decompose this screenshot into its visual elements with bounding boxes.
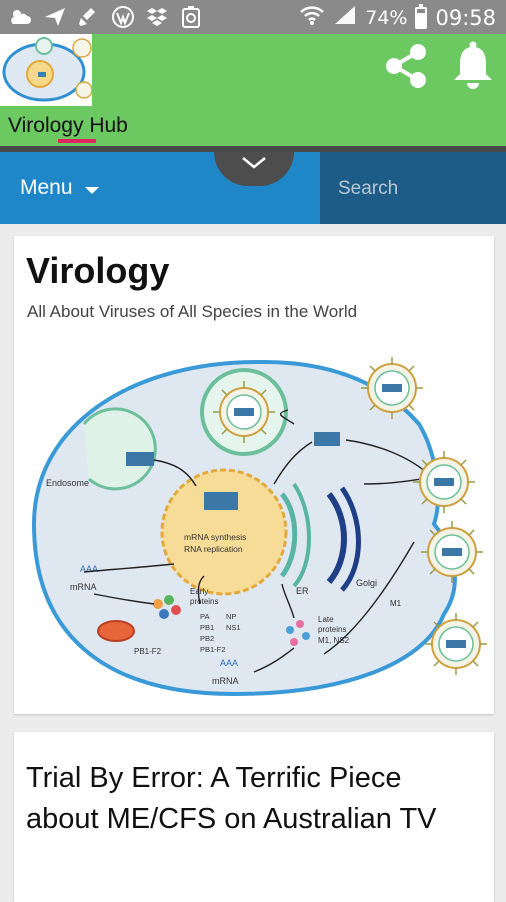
search-input[interactable] [336, 152, 500, 226]
bell-icon[interactable] [450, 40, 496, 90]
label-np: NP [226, 612, 236, 621]
send-icon [42, 5, 68, 29]
menu-label: Menu [20, 176, 73, 199]
label-pb1: PB1 [200, 623, 214, 632]
label-endosome: Endosome [46, 478, 89, 488]
app-header: Virology Hub [0, 34, 506, 146]
search-box[interactable] [320, 152, 506, 226]
label-rna-replication: RNA replication [184, 544, 243, 554]
battery-percent: 74% [365, 6, 408, 29]
label-golgi: Golgi [356, 578, 377, 588]
site-title-link[interactable]: Virology Hub [8, 114, 128, 143]
label-er: ER [296, 586, 309, 596]
status-bar: 74% 09:58 [0, 0, 506, 34]
label-aaa-1: AAA [80, 564, 98, 574]
clock: 09:58 [435, 5, 496, 30]
label-aaa-2: AAA [220, 658, 238, 668]
header-divider [0, 146, 506, 152]
battery-icon [415, 3, 428, 29]
label-late-proteins: Late [318, 615, 334, 624]
share-icon[interactable] [382, 42, 430, 90]
title-underline [58, 139, 96, 143]
chevron-down-icon [239, 152, 269, 176]
label-pb2: PB2 [200, 634, 214, 643]
virus-lifecycle-diagram: Endosome mRNA synthesis RNA replication … [31, 356, 488, 697]
label-late-m1-ns2: M1, NS2 [318, 636, 350, 645]
label-mito-pb1f2: PB1-F2 [134, 647, 162, 656]
logo-image[interactable] [0, 34, 92, 106]
signal-icon [333, 4, 357, 31]
label-m1: M1 [390, 599, 402, 608]
label-mrna-synthesis: mRNA synthesis [184, 532, 246, 542]
clean-icon [76, 5, 102, 29]
post-card[interactable]: Trial By Error: A Terrific Piece about M… [14, 732, 494, 902]
label-ns1: NS1 [226, 623, 241, 632]
label-mrna-2: mRNA [212, 676, 239, 686]
page-title: Virology [26, 250, 170, 291]
site-tagline: All About Viruses of All Species in the … [27, 302, 358, 321]
label-early-proteins-2: proteins [190, 597, 218, 606]
weather-icon [8, 5, 34, 29]
label-mrna-1: mRNA [70, 582, 97, 592]
label-late-proteins-2: proteins [318, 625, 346, 634]
wifi-icon [299, 4, 325, 31]
label-early-proteins: Early [190, 587, 208, 596]
post-title[interactable]: Trial By Error: A Terrific Piece about M… [26, 762, 437, 835]
nav-bar: Menu [0, 152, 506, 226]
wordpress-icon [110, 5, 136, 29]
label-pb1-f2: PB1-F2 [200, 645, 225, 654]
intro-card: Virology All About Viruses of All Specie… [14, 236, 494, 714]
recycle-icon [178, 5, 204, 29]
dropbox-icon [144, 5, 170, 29]
caret-down-icon [84, 186, 99, 194]
label-pa: PA [200, 612, 209, 621]
